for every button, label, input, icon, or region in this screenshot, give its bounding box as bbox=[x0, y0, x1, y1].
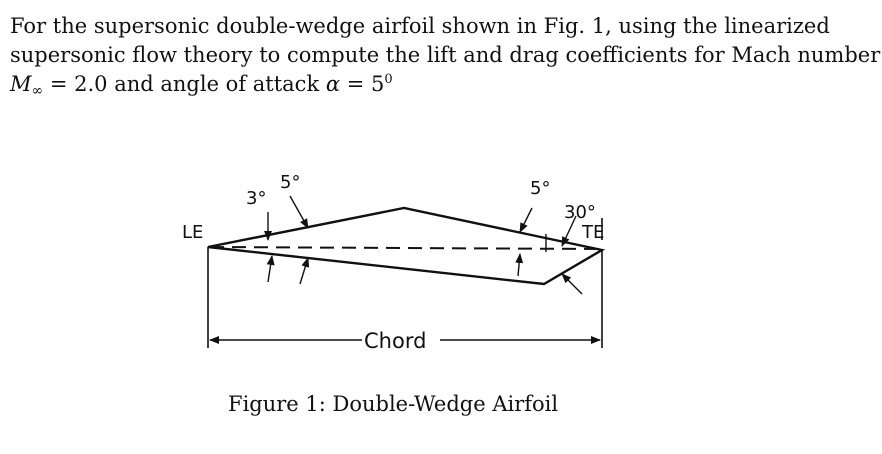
arrow-5deg-rear-bottom bbox=[515, 253, 524, 277]
arrow-30deg-bottom bbox=[561, 273, 583, 295]
mach-symbol: M bbox=[10, 72, 32, 96]
arrow-30deg-top bbox=[561, 215, 577, 247]
angle-3-label: 3° bbox=[246, 188, 266, 209]
arrow-3deg-bottom bbox=[266, 255, 275, 283]
le-label: LE bbox=[182, 222, 203, 243]
chord-dashed-line bbox=[209, 246, 601, 250]
alpha-value-text: = 5 bbox=[340, 72, 385, 96]
mach-subscript: ∞ bbox=[31, 83, 44, 99]
arrow-5deg-bottom bbox=[299, 257, 310, 285]
angle-5-front-label: 5° bbox=[280, 172, 300, 193]
airfoil-outline bbox=[207, 206, 606, 286]
problem-line-1: For the supersonic double-wedge airfoil … bbox=[10, 14, 830, 38]
problem-line-3: M∞ = 2.0 and angle of attack α = 50 bbox=[10, 70, 872, 102]
double-wedge-airfoil-figure: LE TE 3° 5° 5° 30° Chord bbox=[182, 172, 606, 353]
chord-label: Chord bbox=[364, 329, 426, 353]
angle-30-label: 30° bbox=[564, 202, 596, 223]
mach-value-text: = 2.0 and angle of attack bbox=[43, 72, 326, 96]
arrow-5deg-top bbox=[289, 195, 309, 229]
arrow-5deg-rear-top bbox=[519, 207, 533, 233]
alpha-symbol: α bbox=[325, 72, 341, 96]
angle-5-rear-label: 5° bbox=[530, 178, 550, 199]
problem-line-2: supersonic flow theory to compute the li… bbox=[10, 43, 881, 67]
figure-caption: Figure 1: Double-Wedge Airfoil bbox=[228, 392, 559, 416]
te-label: TE bbox=[581, 222, 604, 243]
alpha-superscript: 0 bbox=[384, 72, 393, 87]
problem-statement: For the supersonic double-wedge airfoil … bbox=[10, 12, 881, 102]
